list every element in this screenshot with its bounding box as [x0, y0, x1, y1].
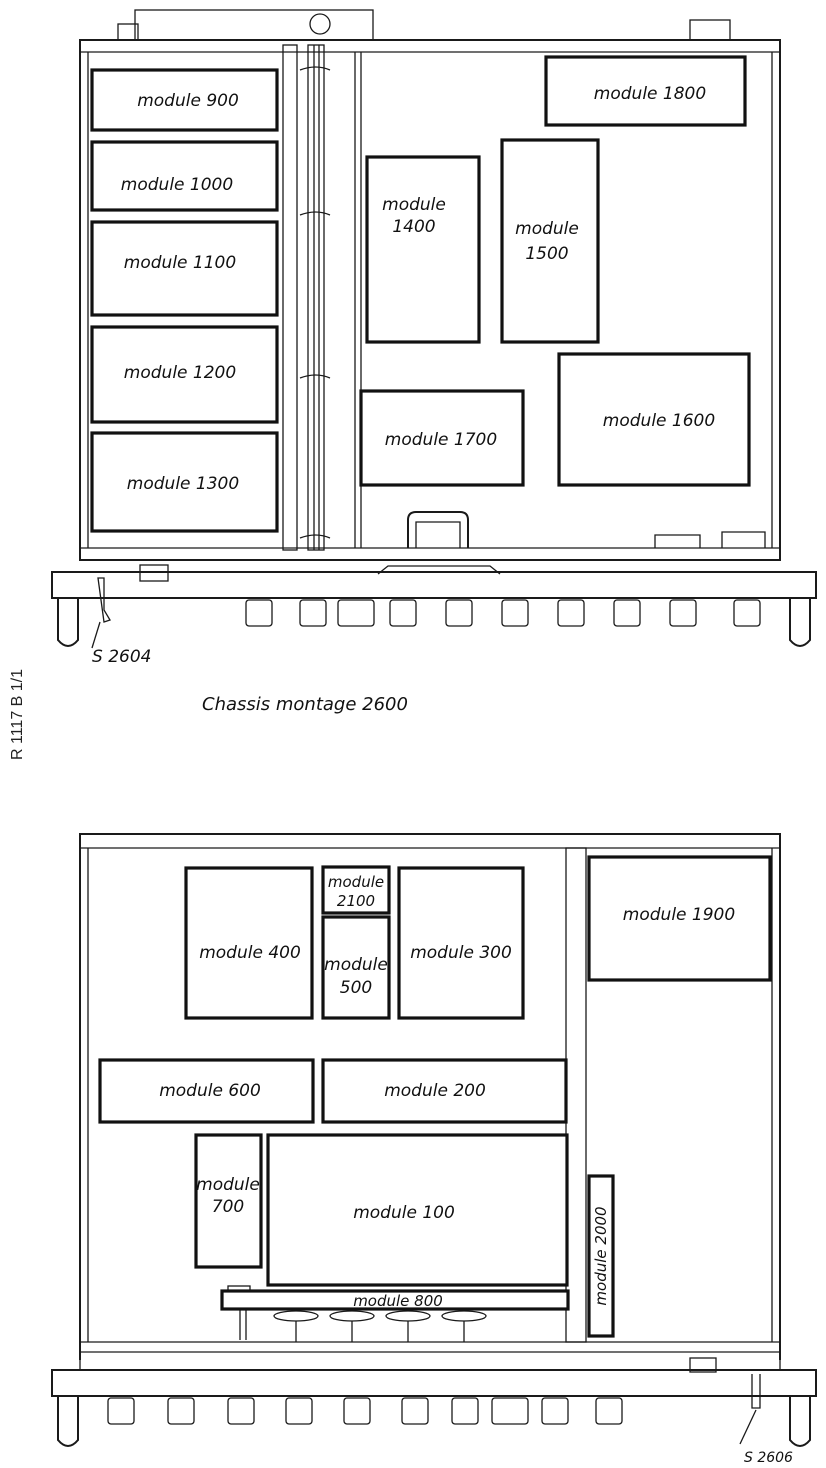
module-1000: module 1000 [90, 140, 279, 212]
switch-label-s2606: S 2606 [744, 1450, 793, 1466]
svg-text:500: 500 [340, 978, 372, 998]
svg-text:module 1800: module 1800 [594, 84, 706, 104]
top-knobs [245, 599, 761, 627]
caption-chassis-montage: Chassis montage 2600 [202, 694, 408, 715]
module-500: module 500 [321, 915, 391, 1020]
bottom-left-foot [57, 1396, 79, 1447]
svg-text:module 1700: module 1700 [385, 430, 497, 450]
module-600: module 600 [98, 1058, 315, 1124]
module-2100: module 2100 [321, 865, 391, 915]
svg-text:module 1300: module 1300 [127, 474, 239, 494]
top-rail-left [282, 44, 298, 551]
module-1200: module 1200 [90, 325, 279, 424]
module-1300: module 1300 [90, 431, 279, 533]
module-1400: module 1400 [365, 155, 481, 344]
module-2000: module 2000 [587, 1174, 615, 1338]
module-800: module 800 [220, 1289, 570, 1311]
svg-text:module 200: module 200 [384, 1081, 486, 1101]
module-1700: module 1700 [359, 389, 525, 487]
top-panel-block [139, 564, 169, 582]
top-frame [79, 39, 781, 561]
module-400: module 400 [184, 866, 314, 1020]
svg-text:module: module [382, 195, 446, 215]
module-1100: module 1100 [90, 220, 279, 317]
bottom-right-foot [789, 1396, 811, 1447]
module-1500: module 1500 [500, 138, 600, 344]
svg-text:module 1100: module 1100 [124, 253, 236, 273]
svg-text:module 900: module 900 [137, 91, 239, 111]
top-right-foot [789, 598, 811, 647]
svg-text:module 1900: module 1900 [623, 905, 735, 925]
svg-text:module 1600: module 1600 [603, 411, 715, 431]
switch-label-s2604: S 2604 [92, 647, 151, 667]
svg-text:module 100: module 100 [353, 1203, 455, 1223]
bottom-discs [273, 1310, 487, 1342]
svg-text:700: 700 [212, 1197, 244, 1217]
svg-text:module 400: module 400 [199, 943, 301, 963]
svg-text:module: module [324, 955, 388, 975]
svg-text:module 600: module 600 [159, 1081, 261, 1101]
switch-s2606 [751, 1374, 761, 1409]
gear-wheel [309, 13, 331, 35]
svg-text:module: module [515, 219, 579, 239]
bottom-knobs [107, 1397, 623, 1425]
module-1900: module 1900 [587, 855, 772, 982]
switch-s2604 [97, 577, 111, 623]
bottom-front-panel [51, 1369, 817, 1397]
svg-text:2100: 2100 [337, 892, 375, 910]
top-left-foot [57, 598, 79, 647]
top-rail-shaft [307, 44, 325, 551]
svg-text:module 1000: module 1000 [121, 175, 233, 195]
module-700: module 700 [194, 1133, 263, 1269]
svg-text:module 800: module 800 [353, 1292, 443, 1310]
svg-text:module 300: module 300 [410, 943, 512, 963]
svg-text:1400: 1400 [392, 217, 435, 237]
module-100: module 100 [266, 1133, 569, 1287]
top-front-panel [51, 571, 817, 599]
module-1600: module 1600 [557, 352, 751, 487]
svg-text:module: module [328, 873, 384, 891]
module-200: module 200 [321, 1058, 568, 1124]
module-900: module 900 [90, 68, 279, 132]
top-chassis: S 2604 module 900 module 1000 module 110… [51, 9, 817, 667]
module-1800: module 1800 [544, 55, 747, 127]
svg-text:1500: 1500 [525, 244, 568, 264]
module-300: module 300 [397, 866, 525, 1020]
svg-text:module 1200: module 1200 [124, 363, 236, 383]
side-code: R 1117 B 1/1 [9, 669, 26, 760]
svg-text:module 2000: module 2000 [592, 1206, 610, 1305]
top-handle [407, 511, 469, 548]
svg-text:module: module [196, 1175, 260, 1195]
